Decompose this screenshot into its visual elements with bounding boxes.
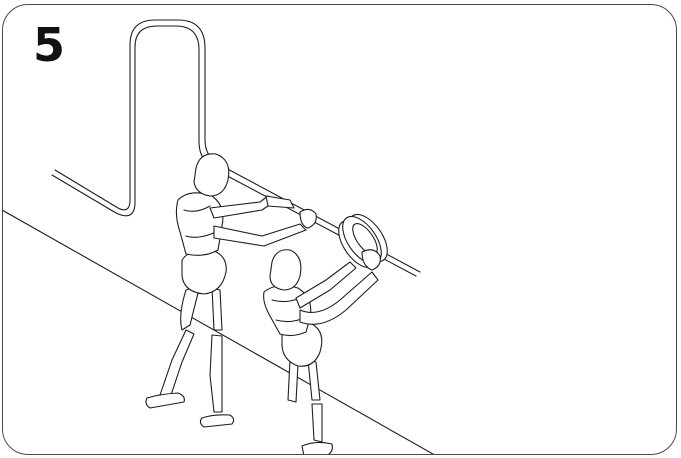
worker-figure-right — [263, 249, 381, 454]
floor-edge-line — [3, 209, 441, 454]
step-number: 5 — [33, 18, 66, 72]
installed-cable — [51, 19, 421, 277]
worker-figure-left — [145, 153, 317, 428]
cable-reel — [338, 213, 388, 269]
